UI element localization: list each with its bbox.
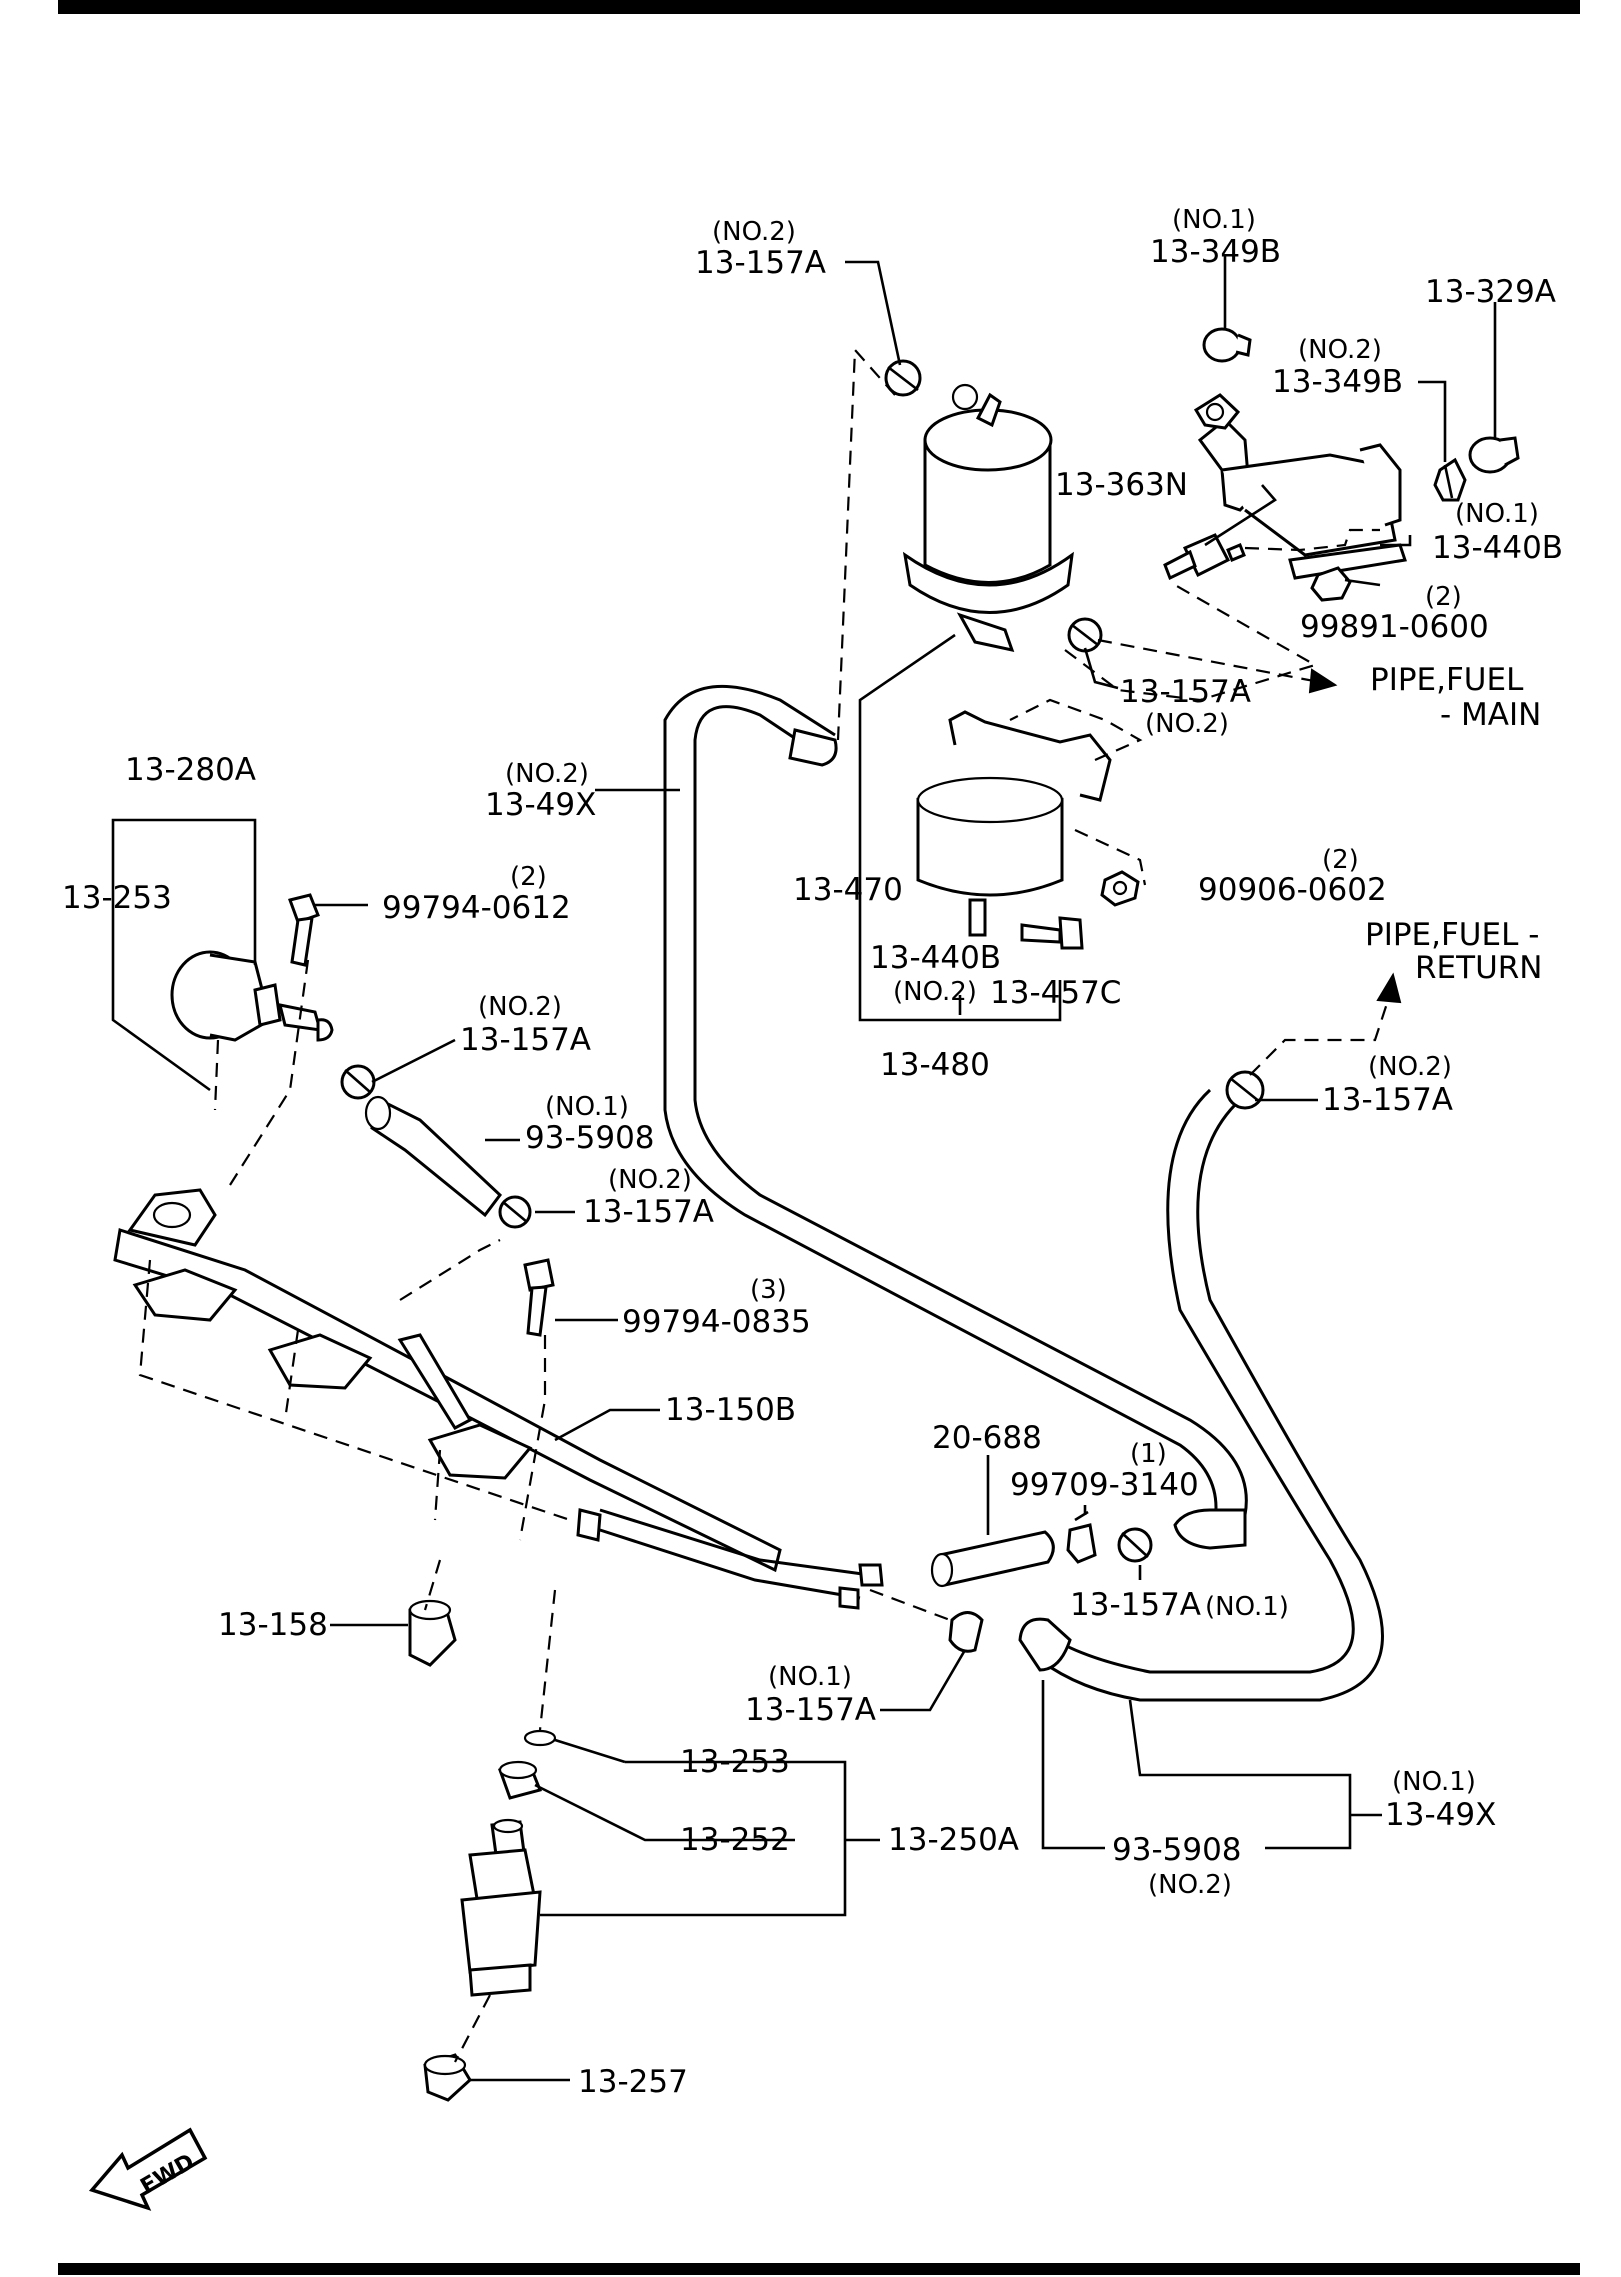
label-filter-part: 13-470 [793, 872, 903, 908]
label-injector-oring-part: 13-253 [680, 1744, 790, 1780]
fuel-rail-13-150b [113, 1188, 884, 1610]
label-regulator-oring-part: 13-253 [62, 880, 172, 916]
clamp-13-157a-mid [1067, 617, 1103, 653]
label-regulator-hose-part: 93-5908 [525, 1120, 655, 1156]
label-pipe-return-line2: RETURN [1415, 950, 1542, 986]
label-regulator-hose-qualifier: (NO.1) [545, 1092, 629, 1122]
clip-99709-3140 [1066, 1510, 1097, 1564]
nut-99891-0600 [1310, 566, 1352, 602]
label-check-valve-part: 13-363N [1055, 467, 1188, 503]
label-regulator-hose-clamp-qualifier: (NO.2) [608, 1165, 692, 1195]
insulator-13-257 [423, 2053, 472, 2102]
grommet-13-349b-no2 [1433, 457, 1467, 502]
part-labels: (NO.2) 13-157A (NO.1) 13-349B 13-329A (N… [62, 205, 1563, 2100]
pressure-regulator-13-280a [170, 950, 334, 1042]
label-rail-bolt-qualifier: (3) [750, 1275, 787, 1305]
leader-lines [111, 255, 1497, 2082]
label-return-hose-long-qualifier: (NO.1) [1392, 1767, 1476, 1797]
bottom-rule [58, 2263, 1580, 2275]
label-hose-clip-part: 99709-3140 [1010, 1467, 1199, 1503]
oring-13-253-injector [523, 1729, 557, 1747]
clamp-13-157a-hose-regulator [498, 1195, 532, 1229]
label-return-clamp-top-qualifier: (NO.2) [1368, 1052, 1452, 1082]
label-filter-clamp-top-qualifier: (NO.2) [712, 217, 796, 247]
label-return-clamp-top-part: 13-157A [1322, 1082, 1453, 1118]
label-regulator-clamp-qualifier: (NO.2) [478, 992, 562, 1022]
label-injector-grommet-part: 13-252 [680, 1822, 790, 1858]
label-pipe-return-line1: PIPE,FUEL - [1365, 917, 1539, 953]
label-bracket-bolt-top-part: 13-349B [1150, 234, 1281, 270]
hose-93-5908-no1 [364, 1095, 503, 1218]
insulator-13-158 [408, 1599, 457, 1667]
label-pipe-main-line1: PIPE,FUEL [1370, 662, 1524, 698]
clamp-13-157a-regulator [340, 1064, 376, 1100]
bolt-13-349b-no1 [1202, 327, 1252, 363]
label-return-hose-long-part: 13-49X [1385, 1797, 1496, 1833]
label-hose-clip-qualifier: (1) [1130, 1439, 1167, 1469]
label-filter-nut-qualifier: (2) [1322, 845, 1359, 875]
injector-13-250a [460, 1818, 542, 1997]
label-pipe-main-line2: - MAIN [1440, 697, 1541, 733]
top-rule [58, 0, 1580, 14]
label-regulator-bolt-qualifier: (2) [510, 862, 547, 892]
label-bracket-bolt-mid-qualifier: (NO.2) [1298, 335, 1382, 365]
label-return-clamp-low-part: 13-157A [745, 1692, 876, 1728]
label-filter-clamp-mid-part: 13-157A [1120, 674, 1251, 710]
label-hose-20688-part: 20-688 [932, 1420, 1042, 1456]
label-fuel-rail-part: 13-150B [665, 1392, 796, 1428]
label-return-hose-short-part: 93-5908 [1112, 1832, 1242, 1868]
check-valve-13-363n [1163, 533, 1246, 581]
filter-bracket-13-440b-no2 [916, 710, 1112, 937]
label-filter-bracket-qualifier: (NO.2) [893, 977, 977, 1007]
label-supply-clamp-part: 13-157A [1070, 1587, 1201, 1623]
nut-90906-0602 [1100, 870, 1140, 907]
label-filter-bolt-part: 13-457C [990, 975, 1121, 1011]
nut-13-329a [1468, 436, 1520, 474]
label-bracket-bolt-top-qualifier: (NO.1) [1172, 205, 1256, 235]
clamp-13-157a-return-low [948, 1611, 984, 1653]
label-pressure-regulator-part: 13-280A [125, 752, 256, 788]
fuel-filter [902, 383, 1074, 653]
clamp-13-157a-return-top [1225, 1070, 1265, 1110]
hose-13-49x-no2 [663, 684, 1248, 1550]
label-hose-supply-no2-part: 13-49X [485, 787, 596, 823]
label-bracket-right-part: 13-440B [1432, 530, 1563, 566]
label-filter-assy-part: 13-480 [880, 1047, 990, 1083]
label-insulator-part: 13-158 [218, 1607, 328, 1643]
label-filter-clamp-top-part: 13-157A [695, 245, 826, 281]
label-return-clamp-low-qualifier: (NO.1) [768, 1662, 852, 1692]
label-injector-insulator-part: 13-257 [578, 2064, 688, 2100]
label-filter-bracket-part: 13-440B [870, 940, 1001, 976]
assembly-dashed-lines [138, 347, 1395, 2063]
label-filter-nut-part: 90906-0602 [1198, 872, 1387, 908]
label-bracket-right-qualifier: (NO.1) [1455, 499, 1539, 529]
label-regulator-bolt-part: 99794-0612 [382, 890, 571, 926]
label-return-hose-short-qualifier: (NO.2) [1148, 1870, 1232, 1900]
label-regulator-hose-clamp-part: 13-157A [583, 1194, 714, 1230]
pipe-arrows [1308, 668, 1402, 1004]
label-bracket-bolt-mid-part: 13-349B [1272, 364, 1403, 400]
bolt-99794-0612 [288, 893, 320, 967]
label-filter-clamp-mid-qualifier: (NO.2) [1145, 709, 1229, 739]
clamp-13-157a-top [884, 359, 922, 397]
bolt-99794-0835 [523, 1258, 555, 1337]
hose-20-688 [930, 1530, 1055, 1588]
label-injector-part: 13-250A [888, 1822, 1019, 1858]
label-bracket-nut-part: 99891-0600 [1300, 609, 1489, 645]
label-regulator-clamp-part: 13-157A [460, 1022, 591, 1058]
label-hose-supply-no2-qualifier: (NO.2) [505, 759, 589, 789]
clamp-13-157a-supply [1117, 1527, 1153, 1563]
label-supply-clamp-qualifier: (NO.1) [1205, 1592, 1289, 1622]
bolt-13-457c [1020, 916, 1084, 950]
fwd-arrow-icon: FWD [88, 2127, 208, 2211]
hose-13-49x-no1 [1018, 1088, 1384, 1702]
label-rail-bolt-part: 99794-0835 [622, 1304, 811, 1340]
grommet-13-252 [497, 1760, 543, 1800]
label-bracket-nut-right-part: 13-329A [1425, 274, 1556, 310]
label-bracket-nut-qualifier: (2) [1425, 582, 1462, 612]
